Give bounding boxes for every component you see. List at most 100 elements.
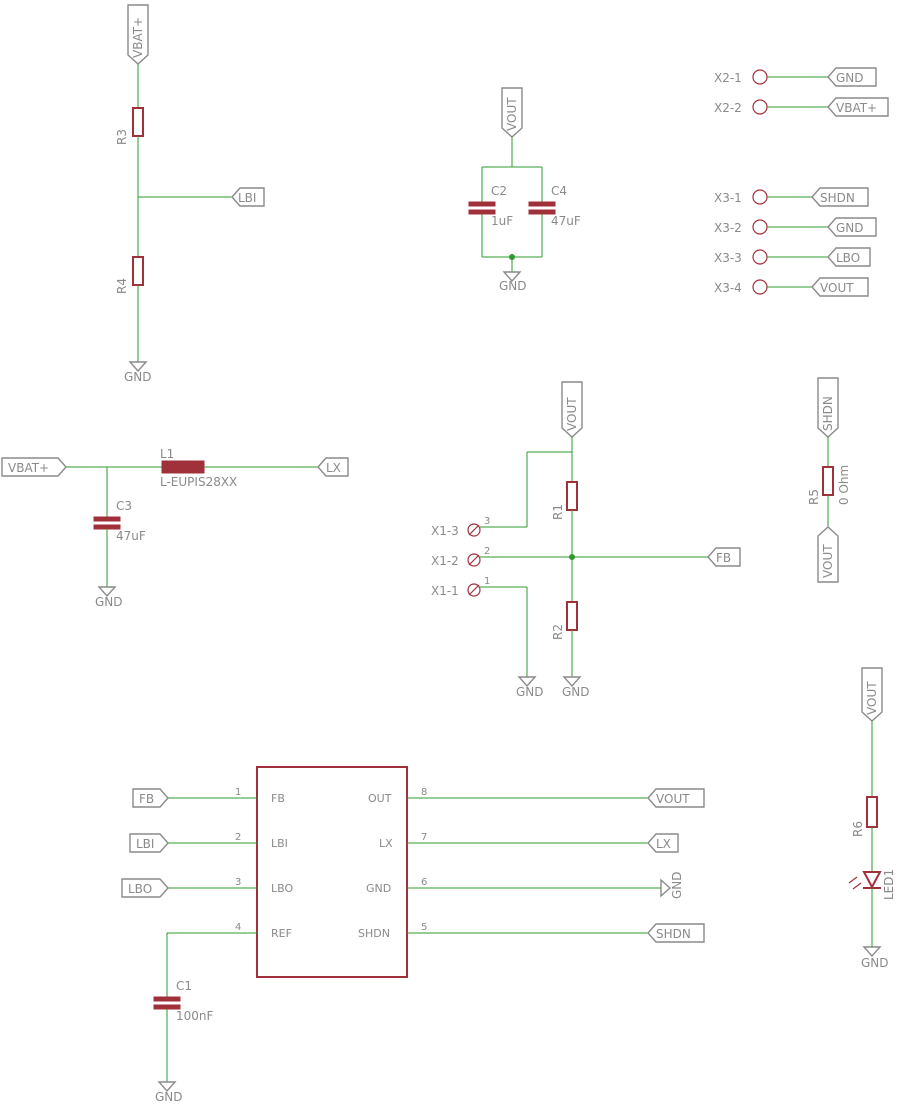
resistor-r3[interactable] [132,107,144,137]
resistor-r6[interactable] [866,796,878,828]
capacitor-c2-plate-top [468,201,496,207]
r6-label: R6 [851,821,865,837]
svg-text:LX: LX [656,837,671,851]
x3-pin-4-pad[interactable] [752,279,768,295]
ic-pin-4-number: 4 [235,922,241,933]
ic-pin-1-number: 1 [235,787,241,798]
resistor-r2[interactable] [566,601,578,631]
x1-pin-3-pad[interactable] [467,523,481,537]
gnd-label: GND [516,685,544,699]
gnd-label: GND [562,685,590,699]
gnd-label: GND [124,370,152,384]
svg-text:GND: GND [836,71,864,85]
gnd-label: GND [95,595,123,609]
inductor-l1[interactable] [161,460,205,474]
svg-text:VBAT+: VBAT+ [836,101,877,115]
c1-label: C1 [176,979,192,993]
connector-x3: X3-1 SHDN X3-2 GND X3-3 LBO X3-4 VOUT [714,187,877,297]
x1-pin-1-label: X1-1 [431,584,459,598]
x3-pin-3-pad[interactable] [752,249,768,265]
gnd-label: GND [670,871,684,899]
net-flag-shdn-x3: SHDN [811,187,869,207]
x2-pin-2-pad[interactable] [752,99,768,115]
ic-pin-1-name: FB [271,792,285,805]
svg-text:LX: LX [326,461,341,475]
svg-text:LBI: LBI [136,837,154,851]
net-flag-lbi-ic: LBI [129,833,169,853]
svg-text:SHDN: SHDN [821,396,835,431]
net-flag-lbo-ic: LBO [121,878,169,898]
gnd-label: GND [499,279,527,293]
c2-label: C2 [491,184,507,198]
ic-body[interactable] [256,766,408,978]
net-flag-vbat-x2: VBAT+ [827,97,889,117]
power-led: VOUT R6 LED1 GND [848,667,896,970]
ic-pin-4-name: REF [271,927,292,940]
svg-text:FB: FB [139,792,154,806]
svg-text:LBO: LBO [128,882,152,896]
net-flag-fb-divider: FB [707,547,741,567]
net-flag-vout-r5: VOUT [817,526,839,583]
x1-pin-1-pad[interactable] [467,583,481,597]
gnd-label: GND [155,1090,183,1104]
x3-pin-4-label: X3-4 [714,281,742,295]
c3-value: 47uF [116,529,146,543]
net-flag-vbat-input: VBAT+ [1,457,67,477]
shutdown-jumper: SHDN R5 0 Ohm VOUT [807,377,851,583]
ic-pin-2-name: LBI [271,837,288,850]
c2-value: 1uF [491,214,513,228]
net-flag-shdn-r5: SHDN [817,377,839,438]
ground-symbol [502,271,522,283]
svg-text:VBAT+: VBAT+ [8,461,49,475]
x2-pin-1-label: X2-1 [714,71,742,85]
x1-pin-2-pad[interactable] [467,553,481,567]
net-flag-vout-x3: VOUT [811,277,869,297]
ic-pin-2-number: 2 [235,832,241,843]
net-flag-gnd-x3: GND [827,217,877,237]
c3-label: C3 [116,499,132,513]
r4-label: R4 [115,278,129,294]
net-flag-vout-fb: VOUT [561,381,583,438]
x2-pin-2-label: X2-2 [714,101,742,115]
ic-pin-3-number: 3 [235,877,241,888]
l1-label: L1 [160,447,174,461]
resistor-r4[interactable] [132,256,144,286]
x3-pin-2-label: X3-2 [714,221,742,235]
feedback-network: VOUT R1 FB R2 GND GND X1-3 3 X1-2 2 X1-1 [431,381,741,699]
capacitor-c4-plate-top [528,201,556,207]
c4-value: 47uF [551,214,581,228]
ic-pin-6-number: 6 [421,877,427,888]
net-flag-lx-input: LX [317,457,349,477]
x1-pin-3-label: X1-3 [431,524,459,538]
svg-text:VBAT+: VBAT+ [131,17,145,58]
vbat-divider: VBAT+ R3 LBI R4 GND [115,4,265,384]
led1[interactable] [862,871,882,890]
boost-converter-ic: FB 1 FB LBI 2 LBI LBO 3 LBO 4 REF C1 100… [121,766,705,1104]
r1-label: R1 [551,504,565,520]
svg-text:FB: FB [716,551,731,565]
x2-pin-1-pad[interactable] [752,69,768,85]
led-light-icon [848,876,862,890]
x3-pin-1-pad[interactable] [752,189,768,205]
svg-text:VOUT: VOUT [656,792,690,806]
x1-pin-3-number: 3 [484,516,490,527]
svg-text:VOUT: VOUT [865,681,879,715]
net-flag-vbat-top: VBAT+ [127,4,149,65]
resistor-r1[interactable] [566,481,578,511]
net-flag-fb-ic: FB [132,788,169,808]
gnd-label: GND [861,956,889,970]
ic-pin-7-number: 7 [421,832,427,843]
ground-symbol [660,878,672,898]
input-inductor-stage: VBAT+ L1 L-EUPIS28XX LX C3 47uF GND [1,447,349,609]
net-flag-lbi-divider: LBI [231,187,265,207]
svg-text:VOUT: VOUT [505,97,519,131]
x3-pin-2-pad[interactable] [752,219,768,235]
r5-value: 0 Ohm [837,465,851,505]
svg-text:SHDN: SHDN [656,927,691,941]
ic-pin-5-name: SHDN [358,927,390,940]
svg-text:LBO: LBO [836,251,860,265]
ic-pin-5-number: 5 [421,922,427,933]
x3-pin-1-label: X3-1 [714,191,742,205]
resistor-r5[interactable] [822,466,834,496]
